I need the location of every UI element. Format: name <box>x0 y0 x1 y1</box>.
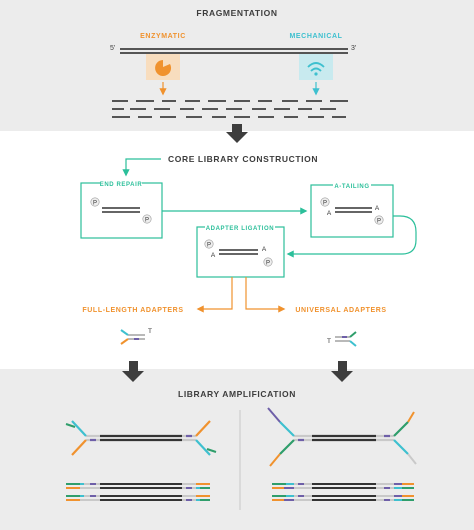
three-prime-label: 3' <box>351 45 356 52</box>
dna-fragments <box>112 100 348 118</box>
universal-ligated-construct <box>267 407 417 467</box>
pacman-enzyme-icon <box>146 54 180 80</box>
amplification-title: LIBRARY AMPLIFICATION <box>178 389 296 399</box>
universal-amplified-products <box>272 483 414 501</box>
svg-text:A: A <box>375 205 380 212</box>
svg-text:T: T <box>148 328 152 335</box>
core-entry-arrow <box>122 158 161 177</box>
flow-arrow-fragmentation-to-core <box>226 124 248 143</box>
full-length-adapter-icon: T <box>120 328 152 345</box>
flow-arrow-universal-to-amplification <box>331 361 353 382</box>
svg-text:P: P <box>377 219 381 225</box>
svg-text:P: P <box>145 218 149 224</box>
fragmentation-title: FRAGMENTATION <box>196 8 277 18</box>
adapter-ligation-label: ADAPTER LIGATION <box>206 226 275 232</box>
flow-arrow-full-length-to-amplification <box>122 361 144 382</box>
a-tailing-label: A-TAILING <box>334 184 369 190</box>
full-length-amplified-products <box>66 483 210 501</box>
to-full-length-arrow <box>196 277 233 313</box>
core-section-title: CORE LIBRARY CONSTRUCTION <box>168 154 318 164</box>
fragmentation-section-bg <box>0 0 474 131</box>
svg-text:A: A <box>262 246 267 253</box>
a-tailing-to-ligation-arrow <box>286 215 417 258</box>
svg-text:P: P <box>93 201 97 207</box>
end-repair-box: END REPAIR P P <box>80 179 163 239</box>
svg-text:A: A <box>327 210 332 217</box>
adapter-ligation-box: ADAPTER LIGATION P A A P <box>196 223 285 278</box>
full-length-adapters-label: FULL-LENGTH ADAPTERS <box>82 307 183 314</box>
universal-adapters-label: UNIVERSAL ADAPTERS <box>295 307 386 314</box>
svg-text:T: T <box>327 338 331 345</box>
svg-text:P: P <box>266 261 270 267</box>
svg-text:P: P <box>323 201 327 207</box>
a-tailing-box: A-TAILING P A A P <box>310 181 394 238</box>
mechanical-label: MECHANICAL <box>289 33 342 40</box>
full-length-ligated-construct <box>65 420 217 456</box>
five-prime-label: 5' <box>110 45 115 52</box>
sound-wave-icon <box>299 54 333 80</box>
to-universal-arrow <box>245 277 286 313</box>
svg-text:A: A <box>211 252 216 259</box>
enzymatic-label: ENZYMATIC <box>140 33 186 40</box>
svg-text:P: P <box>207 243 211 249</box>
amplification-section-bg <box>0 369 474 530</box>
end-repair-label: END REPAIR <box>100 182 143 188</box>
universal-adapter-icon: T <box>327 331 357 347</box>
genomic-dna <box>120 48 348 54</box>
